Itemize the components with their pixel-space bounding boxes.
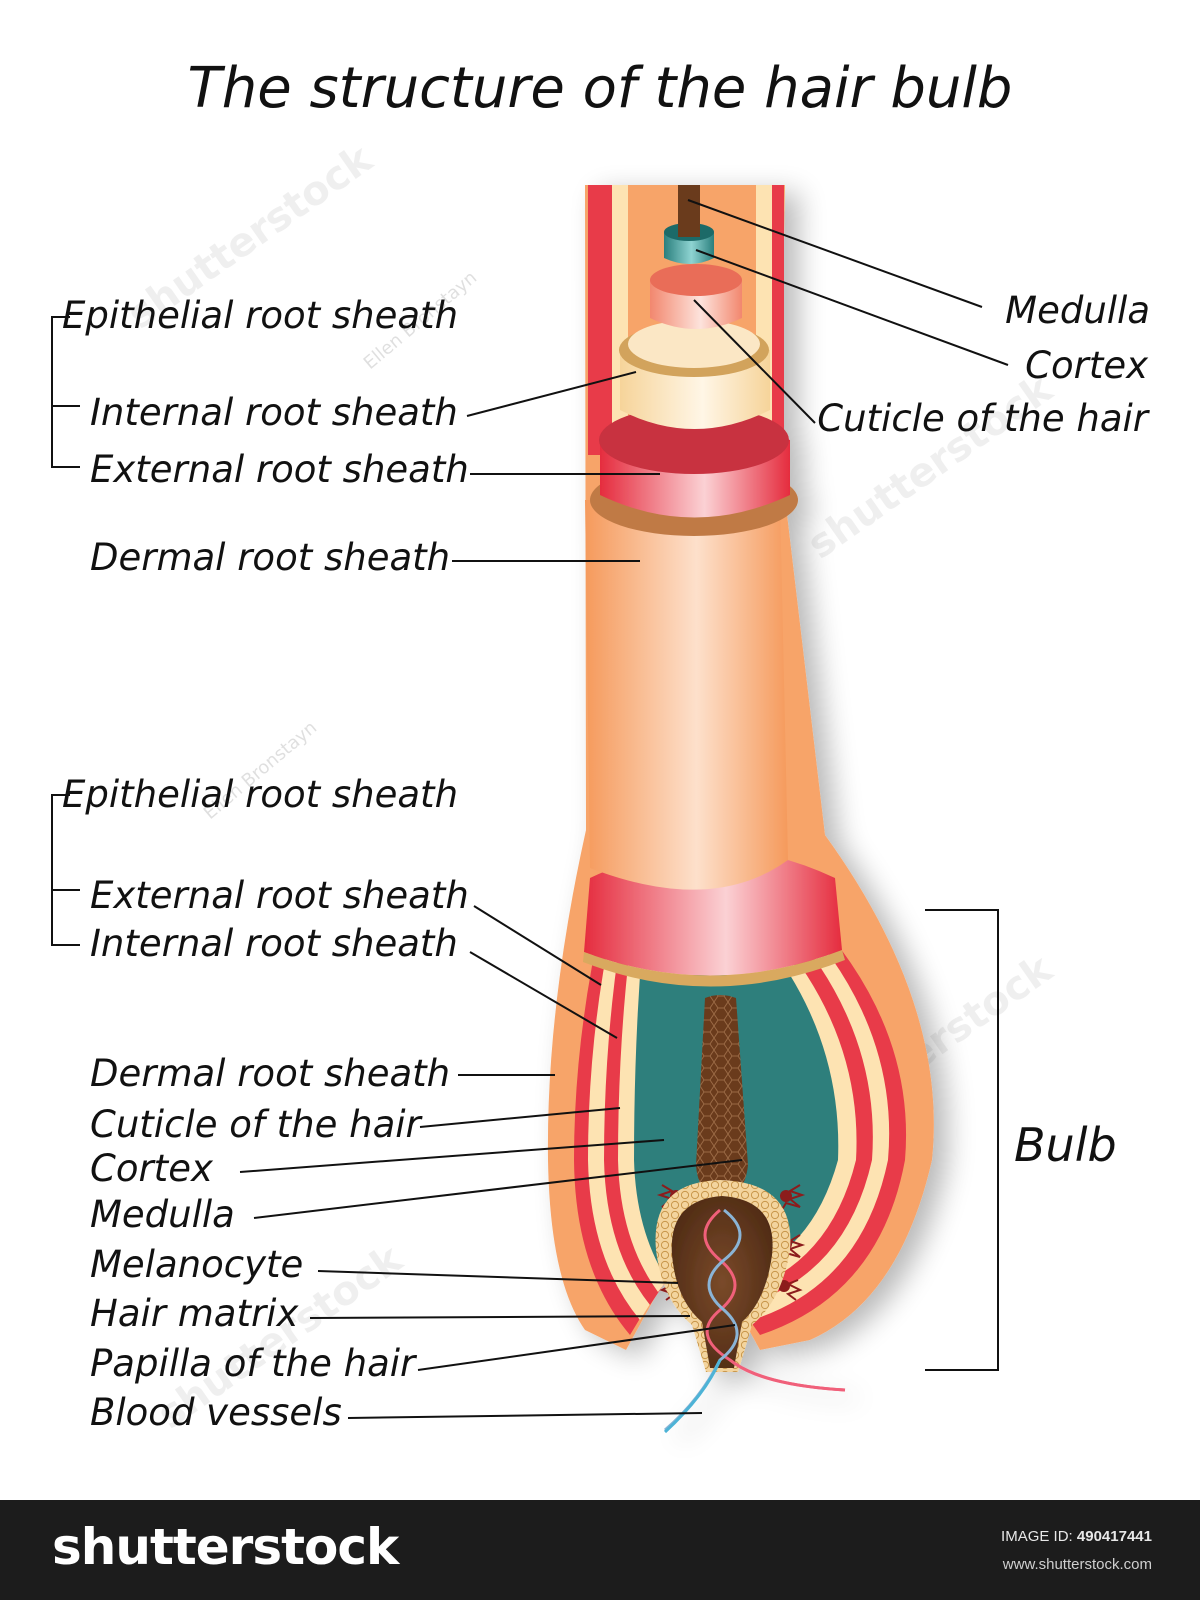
hair-bulb-diagram: shutterstock shutterstock shutterstock s… — [51, 56, 1151, 1438]
label-upper-dermal-root-sheath: Dermal root sheath — [90, 536, 450, 579]
page-title: The structure of the hair bulb — [188, 56, 1013, 121]
lower-bracket — [51, 794, 80, 946]
lower-label-group: Epithelial root sheath External root she… — [51, 773, 743, 1434]
leader-lower-papilla — [417, 1324, 736, 1371]
label-lower-cuticle-of-the-hair: Cuticle of the hair — [90, 1103, 424, 1146]
footer-logo: shutterstock — [52, 1518, 399, 1576]
footer-image-id-label: IMAGE ID: — [1001, 1528, 1073, 1545]
label-lower-external-root-sheath: External root sheath — [90, 874, 469, 917]
label-lower-papilla-of-the-hair: Papilla of the hair — [90, 1342, 418, 1385]
label-lower-blood-vessels: Blood vessels — [90, 1391, 342, 1434]
label-lower-medulla: Medulla — [90, 1193, 235, 1236]
label-upper-cortex: Cortex — [1025, 344, 1149, 387]
label-upper-medulla: Medulla — [1005, 289, 1150, 332]
leader-lower-melanocyte — [317, 1270, 679, 1284]
stock-footer: shutterstock IMAGE ID: 490417441 www.shu… — [0, 1500, 1200, 1600]
leader-lower-medulla — [253, 1159, 743, 1219]
leader-lower-cuticle — [419, 1107, 621, 1128]
footer-image-id-value: 490417441 — [1076, 1528, 1152, 1545]
leader-upper-cuticle — [693, 299, 816, 424]
label-lower-hair-matrix: Hair matrix — [90, 1292, 299, 1335]
label-lower-dermal-root-sheath: Dermal root sheath — [90, 1052, 450, 1095]
leader-lower-blood-vessels — [347, 1412, 703, 1419]
label-upper-cuticle-of-the-hair: Cuticle of the hair — [817, 397, 1151, 440]
bulb-bracket — [925, 909, 999, 1371]
label-upper-internal-root-sheath: Internal root sheath — [90, 391, 458, 434]
leader-lower-cortex — [239, 1139, 665, 1173]
hair-shaft-body — [585, 500, 788, 890]
label-upper-epithelial-root-sheath: Epithelial root sheath — [62, 294, 458, 337]
leader-lower-external — [473, 905, 602, 986]
label-bulb: Bulb — [1014, 1118, 1117, 1172]
footer-url: www.shutterstock.com — [1002, 1556, 1152, 1573]
leader-upper-internal — [466, 371, 637, 417]
label-upper-external-root-sheath: External root sheath — [90, 448, 469, 491]
label-lower-melanocyte: Melanocyte — [90, 1243, 303, 1286]
medulla-shape — [696, 995, 748, 1200]
papilla-shape — [671, 1196, 773, 1368]
leader-lower-hair-matrix — [309, 1315, 691, 1319]
medulla-core — [678, 185, 700, 237]
leader-upper-medulla — [687, 199, 983, 308]
upper-bracket — [51, 316, 80, 468]
upper-label-group: Epithelial root sheath Internal root she… — [51, 199, 1151, 579]
label-lower-internal-root-sheath: Internal root sheath — [90, 922, 458, 965]
upper-sheath-stripes — [588, 185, 612, 455]
watermark-brand: shutterstock — [799, 365, 1061, 568]
label-lower-cortex: Cortex — [90, 1147, 214, 1190]
footer-image-id: IMAGE ID: 490417441 — [1001, 1528, 1152, 1545]
leader-upper-cortex — [695, 249, 1009, 366]
label-lower-epithelial-root-sheath: Epithelial root sheath — [62, 773, 458, 816]
leader-lower-internal — [469, 951, 618, 1039]
follicle-illustration — [547, 185, 934, 1434]
